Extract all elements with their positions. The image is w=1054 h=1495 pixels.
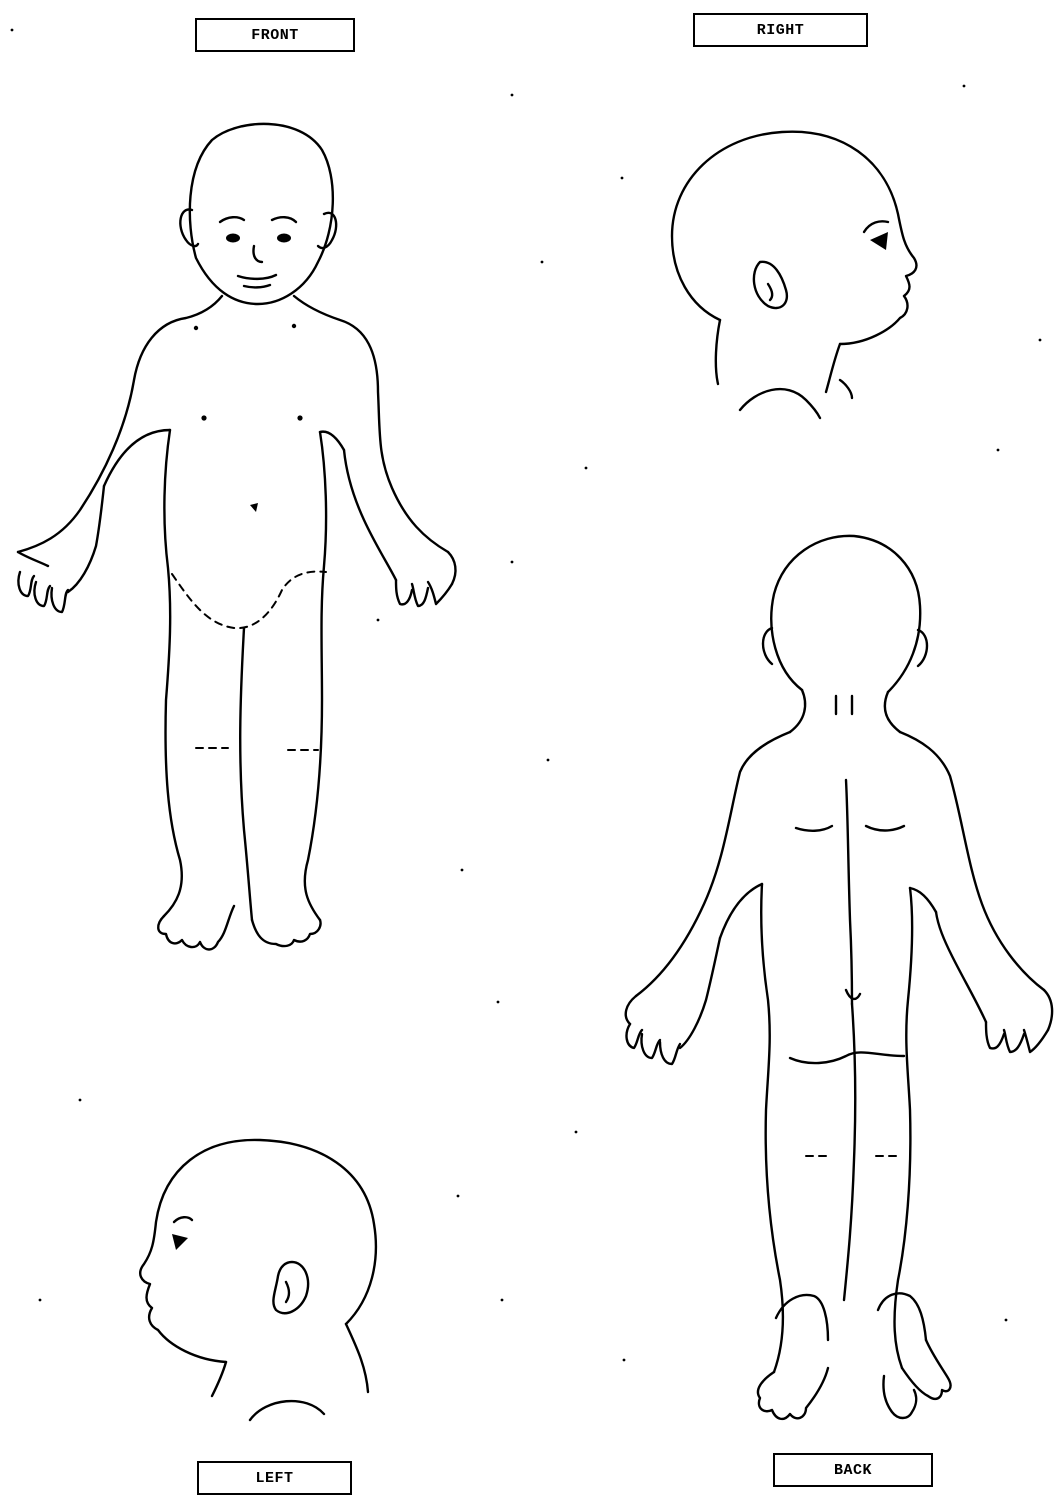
right-head-figure — [672, 132, 916, 418]
front-view-label: FRONT — [195, 18, 355, 52]
left-view-label: LEFT — [197, 1461, 352, 1495]
front-figure — [18, 124, 455, 950]
back-figure — [626, 536, 1052, 1419]
right-view-label: RIGHT — [693, 13, 868, 47]
back-view-label: BACK — [773, 1453, 933, 1487]
left-head-figure — [140, 1140, 376, 1420]
